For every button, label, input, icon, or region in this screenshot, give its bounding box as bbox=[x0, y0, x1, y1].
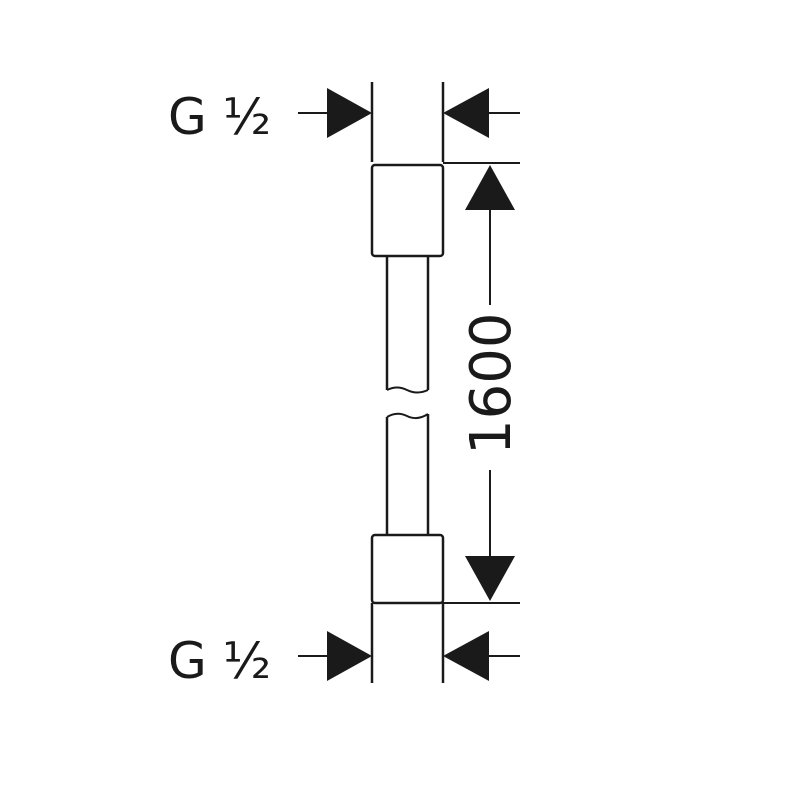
length-arrow-top bbox=[465, 165, 515, 210]
hose-body bbox=[370, 163, 445, 605]
bottom-thread-dimension: G ½ bbox=[168, 603, 520, 690]
bottom-thread-label: G ½ bbox=[168, 632, 271, 690]
break-line-bottom bbox=[386, 412, 429, 420]
top-thread-label: G ½ bbox=[168, 88, 271, 146]
top-arrow-left bbox=[327, 88, 372, 138]
top-thread-dimension: G ½ bbox=[168, 82, 520, 162]
top-connector-nut bbox=[370, 163, 445, 258]
bottom-connector-nut bbox=[370, 533, 445, 605]
top-arrow-right bbox=[443, 88, 489, 138]
length-arrow-bottom bbox=[465, 556, 515, 601]
length-label: 1600 bbox=[459, 312, 524, 455]
bottom-arrow-left bbox=[327, 631, 372, 681]
bottom-arrow-right bbox=[443, 631, 489, 681]
length-dimension: 1600 bbox=[443, 162, 524, 604]
break-line-top bbox=[386, 386, 429, 394]
